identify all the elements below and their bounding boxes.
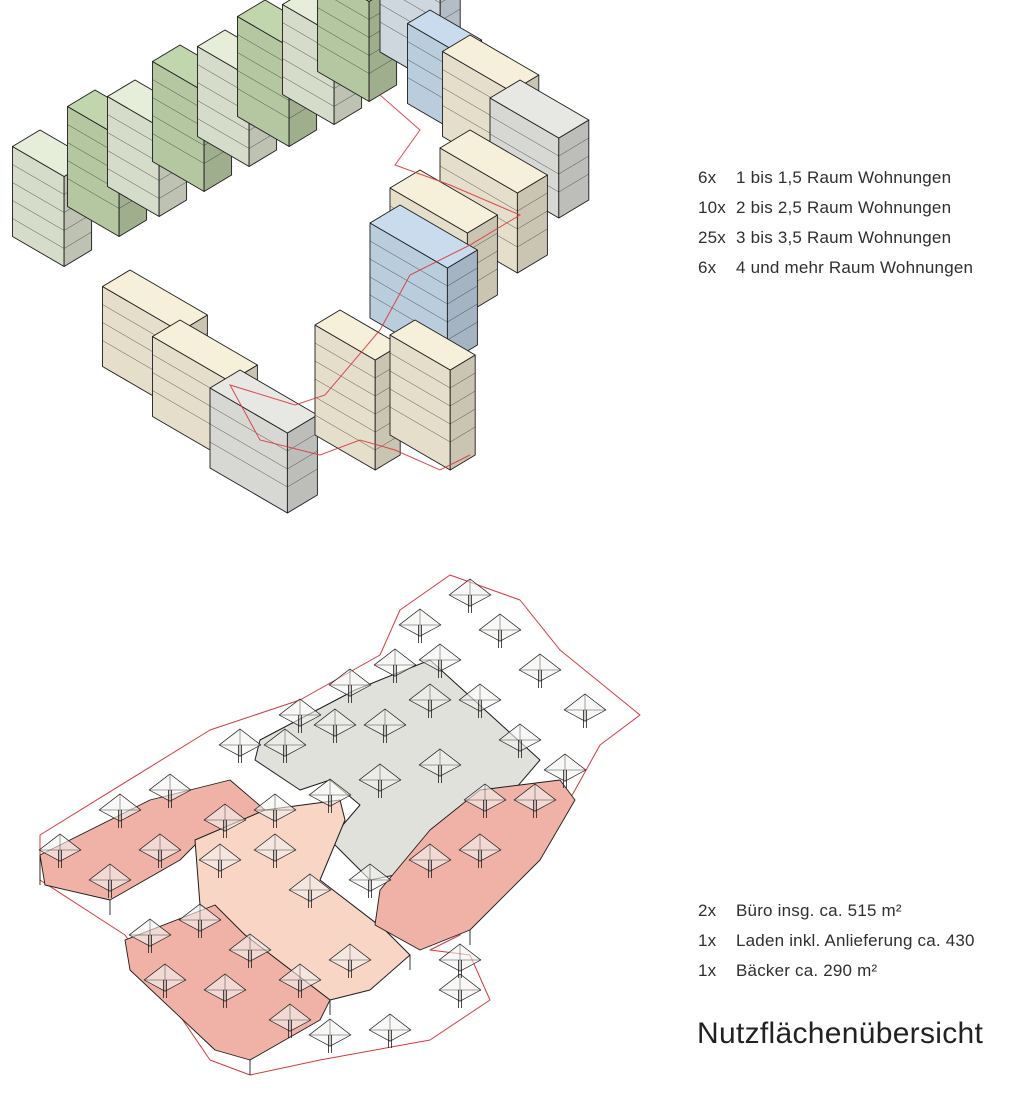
tree-icon — [513, 783, 557, 818]
apartment-label: 1 bis 1,5 Raum Wohnungen — [736, 168, 952, 187]
tree-icon — [498, 723, 542, 758]
page-title: Nutzflächenübersicht — [697, 1017, 984, 1050]
use-qty: 1x — [698, 961, 717, 980]
apartment-legend-row: 6x 4 und mehr Raum Wohnungen — [698, 253, 973, 283]
tree-icon — [178, 903, 222, 938]
tree-icon — [198, 843, 242, 878]
tree-icon — [288, 873, 332, 908]
tree-icon — [348, 863, 392, 898]
tree-icon — [438, 943, 482, 978]
use-legend-row: 2x Büro insg. ca. 515 m² — [698, 896, 975, 926]
tree-icon — [458, 833, 502, 868]
tree-icon — [278, 963, 322, 998]
tree-icon — [543, 753, 587, 788]
tree-icon — [203, 803, 247, 838]
tree-grid — [38, 578, 607, 1053]
tree-icon — [363, 708, 407, 743]
tree-icon — [308, 1018, 352, 1053]
apartment-label: 3 bis 3,5 Raum Wohnungen — [736, 228, 952, 247]
tree-icon — [418, 748, 462, 783]
tree-icon — [128, 918, 172, 953]
tree-icon — [278, 698, 322, 733]
tree-icon — [438, 973, 482, 1008]
tree-icon — [463, 783, 507, 818]
tree-icon — [518, 653, 562, 688]
tree-icon — [98, 793, 142, 828]
apartment-qty: 10x — [698, 198, 727, 217]
tree-icon — [448, 578, 492, 613]
use-label: Laden inkl. Anlieferung ca. 430 — [736, 931, 975, 950]
building-block — [389, 319, 476, 471]
use-label: Bäcker ca. 290 m² — [736, 961, 878, 980]
tree-icon — [38, 833, 82, 868]
apartment-legend-row: 6x 1 bis 1,5 Raum Wohnungen — [698, 163, 973, 193]
tree-icon — [408, 843, 452, 878]
tree-icon — [478, 613, 522, 648]
apartment-label: 2 bis 2,5 Raum Wohnungen — [736, 198, 952, 217]
tree-icon — [268, 1003, 312, 1038]
tree-icon — [418, 643, 462, 678]
use-legend-row: 1x Bäcker ca. 290 m² — [698, 956, 975, 986]
apartment-qty: 25x — [698, 228, 727, 247]
building-block — [314, 309, 401, 471]
tree-icon — [148, 773, 192, 808]
tree-icon — [253, 793, 297, 828]
tree-icon — [358, 763, 402, 798]
apartment-qty: 6x — [698, 258, 717, 277]
use-legend-row: 1x Laden inkl. Anlieferung ca. 430 — [698, 926, 975, 956]
use-qty: 1x — [698, 931, 717, 950]
tree-icon — [263, 728, 307, 763]
tree-icon — [218, 728, 262, 763]
tree-icon — [143, 963, 187, 998]
tree-icon — [398, 608, 442, 643]
tree-icon — [328, 668, 372, 703]
tree-icon — [138, 833, 182, 868]
tree-icon — [328, 943, 372, 978]
tree-icon — [203, 973, 247, 1008]
apartment-label: 4 und mehr Raum Wohnungen — [736, 258, 974, 277]
tree-icon — [368, 1013, 412, 1048]
tree-icon — [88, 863, 132, 898]
apartment-legend: 6x 1 bis 1,5 Raum Wohnungen 10x 2 bis 2,5 … — [698, 163, 973, 283]
use-label: Büro insg. ca. 515 m² — [736, 901, 902, 920]
apartment-legend-row: 10x 2 bis 2,5 Raum Wohnungen — [698, 193, 973, 223]
tree-icon — [308, 778, 352, 813]
tree-icon — [228, 933, 272, 968]
apartment-legend-row: 25x 3 bis 3,5 Raum Wohnungen — [698, 223, 973, 253]
tree-icon — [373, 648, 417, 683]
use-qty: 2x — [698, 901, 717, 920]
upper-site-boundary — [228, 94, 522, 471]
use-legend: 2x Büro insg. ca. 515 m² 1x Laden inkl. An… — [698, 896, 975, 986]
tree-icon — [563, 693, 607, 728]
tree-icon — [458, 683, 502, 718]
building-volumes-model — [12, 0, 590, 514]
tree-icon — [408, 683, 452, 718]
ground-floor-use-plan — [39, 574, 641, 1076]
building-block — [209, 369, 318, 514]
apartment-qty: 6x — [698, 168, 717, 187]
tree-icon — [253, 833, 297, 868]
red-use-area-right — [374, 779, 576, 951]
tree-icon — [313, 708, 357, 743]
